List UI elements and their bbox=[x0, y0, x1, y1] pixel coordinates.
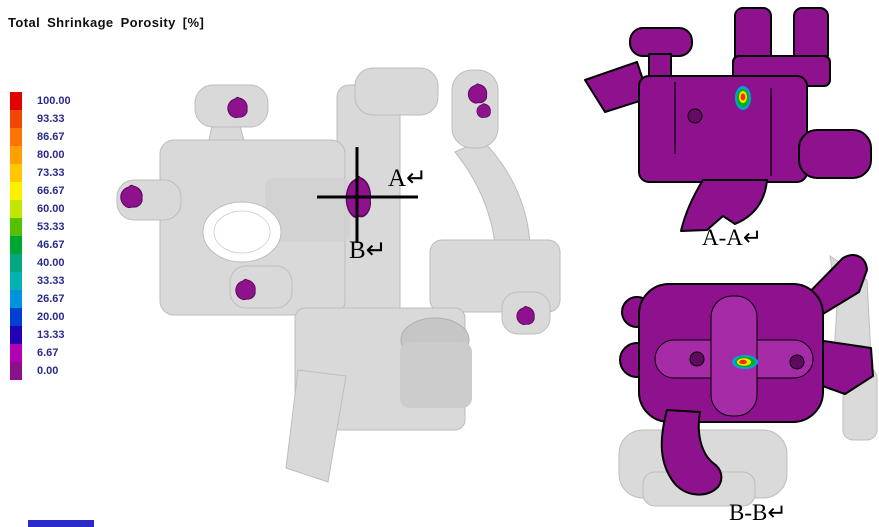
section-aa-silhouette bbox=[584, 7, 872, 232]
legend-color-chip bbox=[10, 290, 22, 308]
legend-color-chip bbox=[10, 146, 22, 164]
legend-color-chip bbox=[10, 308, 22, 326]
legend-entry: 100.00 bbox=[10, 92, 71, 110]
legend-entry: 86.67 bbox=[10, 128, 71, 146]
legend-entry: 0.00 bbox=[10, 362, 71, 380]
legend-entry: 46.67 bbox=[10, 236, 71, 254]
legend-value-label: 86.67 bbox=[37, 131, 65, 143]
legend-value-label: 93.33 bbox=[37, 113, 65, 125]
legend-color-chip bbox=[10, 164, 22, 182]
legend-value-label: 6.67 bbox=[37, 347, 59, 359]
legend-color-chip bbox=[10, 218, 22, 236]
legend-color-chip bbox=[10, 110, 22, 128]
section-bb-cross-channel-vertical bbox=[710, 295, 758, 417]
legend-entry: 6.67 bbox=[10, 344, 71, 362]
legend-value-label: 33.33 bbox=[37, 275, 65, 287]
porosity-blob bbox=[120, 184, 143, 208]
porosity-blob bbox=[467, 83, 488, 104]
porosity-blob bbox=[235, 278, 256, 300]
legend-entry: 60.00 bbox=[10, 200, 71, 218]
window-edge-strip bbox=[28, 520, 94, 527]
section-bb-caption: B-B↵ bbox=[729, 500, 787, 525]
legend-color-chip bbox=[10, 362, 22, 380]
legend-value-label: 26.67 bbox=[37, 293, 65, 305]
legend-value-label: 73.33 bbox=[37, 167, 65, 179]
legend-value-label: 40.00 bbox=[37, 257, 65, 269]
legend-color-chip bbox=[10, 182, 22, 200]
legend-color-chip bbox=[10, 236, 22, 254]
section-b-marker-label: B↵ bbox=[349, 237, 387, 264]
legend-value-label: 53.33 bbox=[37, 221, 65, 233]
legend-entry: 40.00 bbox=[10, 254, 71, 272]
casting-grey-body bbox=[116, 67, 561, 483]
result-title: Total Shrinkage Porosity [%] bbox=[8, 15, 205, 30]
legend-entry: 33.33 bbox=[10, 272, 71, 290]
section-aa-view bbox=[584, 7, 872, 232]
legend-value-label: 80.00 bbox=[37, 149, 65, 161]
defect-spot-aa bbox=[735, 86, 751, 110]
porosity-blob bbox=[476, 103, 491, 118]
section-cut-crosshair bbox=[317, 147, 418, 243]
legend-color-chip bbox=[10, 92, 22, 110]
legend-entry: 93.33 bbox=[10, 110, 71, 128]
legend-entry: 80.00 bbox=[10, 146, 71, 164]
porosity-blob bbox=[227, 96, 248, 118]
legend-value-label: 13.33 bbox=[37, 329, 65, 341]
legend-value-label: 46.67 bbox=[37, 239, 65, 251]
legend-color-chip bbox=[10, 272, 22, 290]
legend-color-chip bbox=[10, 128, 22, 146]
main-3d-view bbox=[116, 67, 561, 483]
legend-color-chip bbox=[10, 254, 22, 272]
legend-color-chip bbox=[10, 344, 22, 362]
legend-entry: 20.00 bbox=[10, 308, 71, 326]
porosity-blobs bbox=[120, 83, 535, 325]
section-aa-hole bbox=[687, 108, 703, 124]
legend-value-label: 66.67 bbox=[37, 185, 65, 197]
legend-entry: 26.67 bbox=[10, 290, 71, 308]
legend-color-chip bbox=[10, 200, 22, 218]
legend-entry: 13.33 bbox=[10, 326, 71, 344]
legend-value-label: 20.00 bbox=[37, 311, 65, 323]
section-bb-view bbox=[618, 254, 878, 507]
legend-entry: 66.67 bbox=[10, 182, 71, 200]
legend-color-chip bbox=[10, 326, 22, 344]
section-bb-silhouette bbox=[619, 254, 874, 496]
porosity-blob bbox=[516, 305, 535, 325]
defect-spot-bb bbox=[732, 355, 758, 369]
color-scale-legend: 100.00 93.33 86.67 80.00 73.33 66.67 60.… bbox=[10, 92, 71, 380]
section-a-marker-label: A↵ bbox=[388, 165, 428, 192]
legend-value-label: 100.00 bbox=[37, 95, 71, 107]
section-bb-hole-left bbox=[689, 351, 705, 367]
legend-entry: 73.33 bbox=[10, 164, 71, 182]
legend-entry: 53.33 bbox=[10, 218, 71, 236]
legend-value-label: 60.00 bbox=[37, 203, 65, 215]
legend-value-label: 0.00 bbox=[37, 365, 59, 377]
section-bb-hole-right bbox=[789, 354, 805, 370]
section-aa-caption: A-A↵ bbox=[702, 225, 763, 250]
